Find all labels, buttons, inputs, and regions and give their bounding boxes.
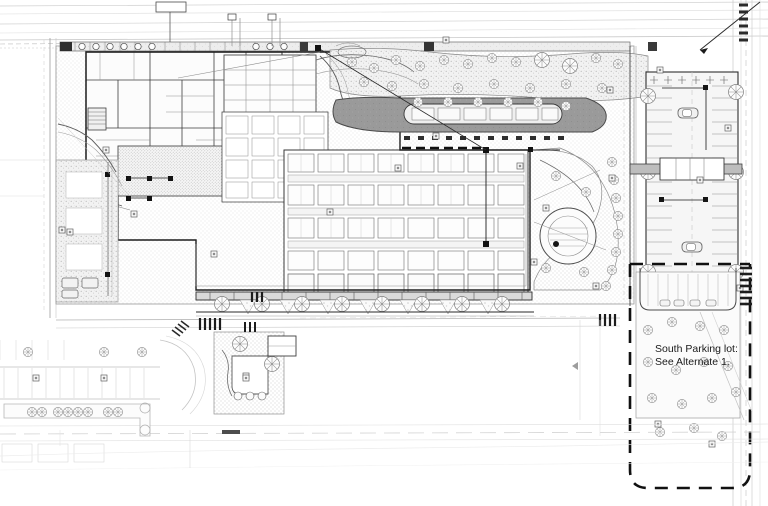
west-parking-lot — [0, 320, 206, 463]
east-edge-sidewalk — [623, 46, 637, 306]
south-colonnade — [195, 291, 534, 317]
north-parking-lot — [629, 66, 744, 295]
south-entry-road — [55, 292, 621, 330]
dense-room-grid — [283, 149, 529, 297]
circular-plaza — [516, 147, 623, 291]
alternate-bid-boundary — [628, 262, 752, 490]
west-entry-drive — [57, 117, 173, 201]
southwest-site-lines — [0, 320, 768, 471]
south-road-corridor — [0, 423, 768, 442]
south-plaza — [213, 322, 297, 415]
east-crosswalk-hatch — [740, 266, 752, 306]
water-feature — [332, 96, 607, 140]
west-service-yard — [55, 159, 119, 303]
leader-lines — [155, 1, 761, 247]
east-road-corridor — [732, 0, 761, 506]
north-road-corridor — [0, 1, 768, 49]
south-parking-note: South Parking lot: See Alternate 1. — [655, 343, 738, 368]
south-parking-lot — [635, 268, 753, 448]
